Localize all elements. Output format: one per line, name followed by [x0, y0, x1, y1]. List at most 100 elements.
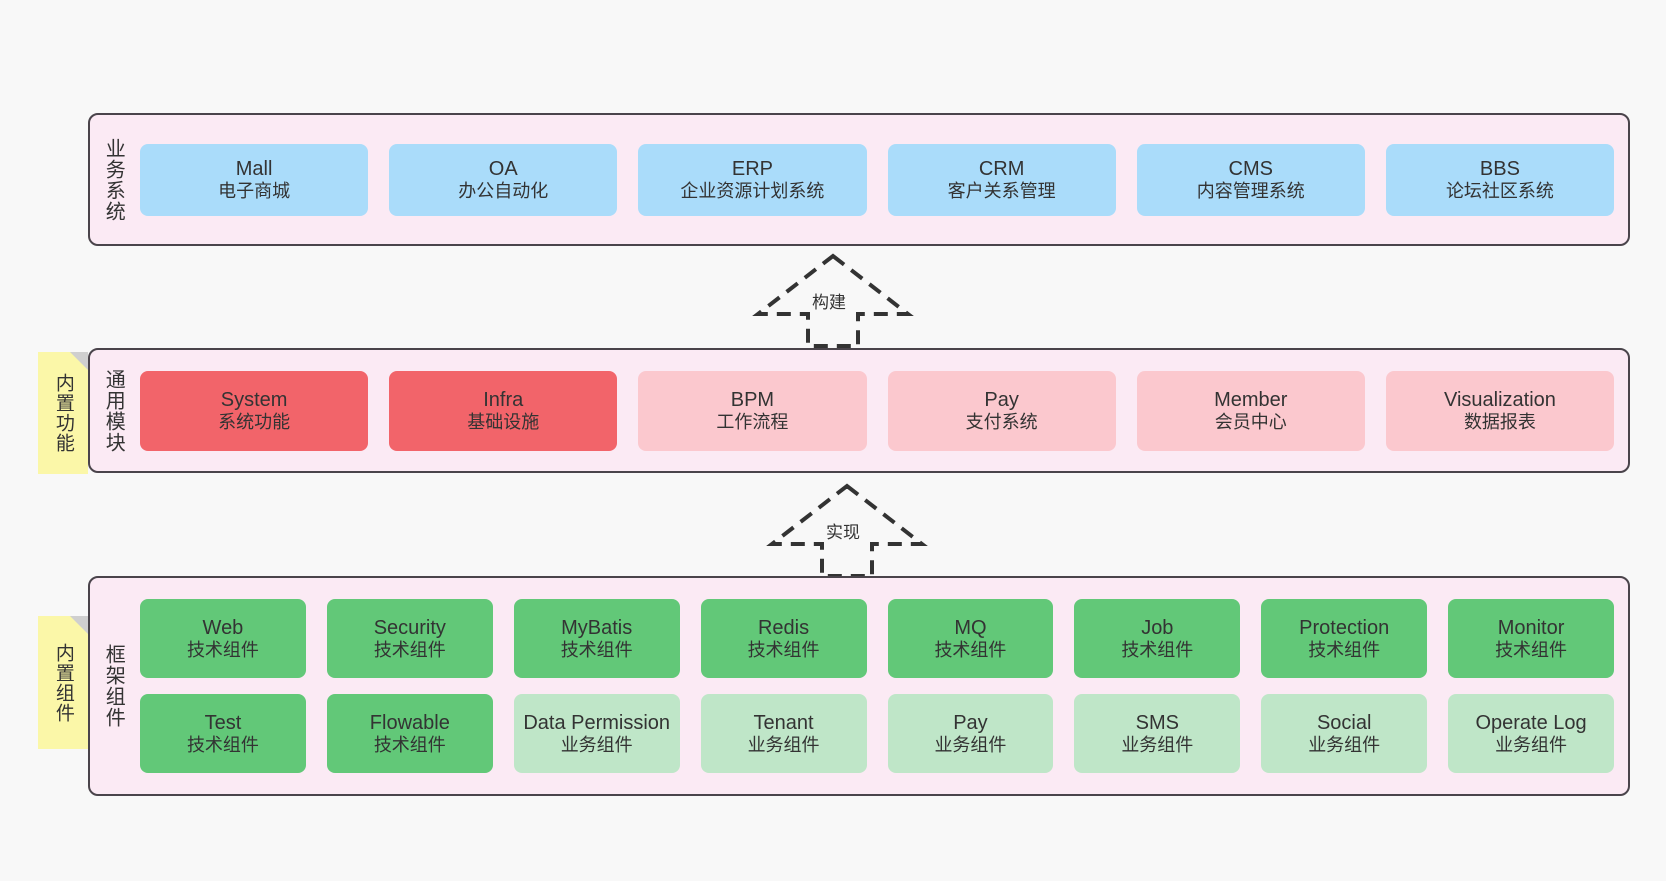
- node-row: System 系统功能 Infra 基础设施 BPM 工作流程 Pay 支付系统…: [140, 370, 1615, 451]
- layer-framework-component: 框架组件 Web 技术组件 Security 技术组件 MyBatis 技术组件…: [88, 576, 1630, 796]
- node-title: System: [220, 388, 288, 411]
- node-crm[interactable]: CRM 客户关系管理: [887, 143, 1116, 216]
- node-title: Visualization: [1443, 388, 1556, 411]
- node-operate-log[interactable]: Operate Log 业务组件: [1448, 694, 1614, 773]
- node-bpm[interactable]: BPM 工作流程: [638, 370, 867, 451]
- node-subtitle: 技术组件: [186, 639, 259, 660]
- node-erp[interactable]: ERP 企业资源计划系统: [638, 143, 867, 216]
- node-title: Test: [204, 711, 242, 734]
- node-oa[interactable]: OA 办公自动化: [389, 143, 618, 216]
- node-title: Mall: [235, 157, 273, 180]
- node-row: Test 技术组件 Flowable 技术组件 Data Permission …: [140, 694, 1614, 773]
- node-pay-module[interactable]: Pay 支付系统: [887, 370, 1116, 451]
- node-subtitle: 内容管理系统: [1196, 180, 1305, 201]
- node-title: Social: [1316, 711, 1372, 734]
- node-row: Mall 电子商城 OA 办公自动化 ERP 企业资源计划系统 CRM 客户关系…: [140, 143, 1615, 216]
- layer-body-business-system: Mall 电子商城 OA 办公自动化 ERP 企业资源计划系统 CRM 客户关系…: [136, 115, 1628, 244]
- layer-common-module: 通用模块 System 系统功能 Infra 基础设施 BPM 工作流程 Pay…: [88, 348, 1630, 473]
- node-web[interactable]: Web 技术组件: [140, 599, 306, 678]
- node-mall[interactable]: Mall 电子商城: [140, 143, 369, 216]
- node-subtitle: 系统功能: [218, 411, 291, 432]
- node-title: Job: [1141, 616, 1174, 639]
- node-member[interactable]: Member 会员中心: [1136, 370, 1365, 451]
- layer-body-common-module: System 系统功能 Infra 基础设施 BPM 工作流程 Pay 支付系统…: [136, 350, 1628, 471]
- node-title: Infra: [483, 388, 524, 411]
- node-pay-component[interactable]: Pay 业务组件: [887, 694, 1054, 773]
- node-visualization[interactable]: Visualization 数据报表: [1385, 370, 1615, 451]
- node-data-permission[interactable]: Data Permission 业务组件: [513, 694, 680, 773]
- node-subtitle: 业务组件: [560, 734, 633, 755]
- node-title: Tenant: [753, 711, 814, 734]
- node-subtitle: 会员中心: [1214, 411, 1287, 432]
- node-monitor[interactable]: Monitor 技术组件: [1448, 599, 1614, 678]
- node-title: MQ: [954, 616, 987, 639]
- node-security[interactable]: Security 技术组件: [326, 599, 493, 678]
- node-title: Security: [373, 616, 446, 639]
- node-protection[interactable]: Protection 技术组件: [1261, 599, 1428, 678]
- node-subtitle: 数据报表: [1463, 411, 1536, 432]
- node-subtitle: 技术组件: [1495, 639, 1568, 660]
- node-subtitle: 办公自动化: [458, 180, 549, 201]
- node-cms[interactable]: CMS 内容管理系统: [1136, 143, 1365, 216]
- node-title: Web: [202, 616, 244, 639]
- node-tenant[interactable]: Tenant 业务组件: [700, 694, 867, 773]
- node-subtitle: 客户关系管理: [947, 180, 1056, 201]
- node-title: Flowable: [369, 711, 450, 734]
- node-subtitle: 技术组件: [747, 639, 820, 660]
- layer-business-system: 业务系统 Mall 电子商城 OA 办公自动化 ERP 企业资源计划系统 CRM…: [88, 113, 1630, 246]
- node-sms[interactable]: SMS 业务组件: [1074, 694, 1241, 773]
- sticky-note-builtin-component: 内置组件: [38, 616, 88, 749]
- layer-body-framework-component: Web 技术组件 Security 技术组件 MyBatis 技术组件 Redi…: [136, 578, 1628, 794]
- node-row: Web 技术组件 Security 技术组件 MyBatis 技术组件 Redi…: [140, 599, 1614, 678]
- node-subtitle: 技术组件: [560, 639, 633, 660]
- node-title: CRM: [978, 157, 1025, 180]
- node-subtitle: 技术组件: [373, 639, 446, 660]
- node-mybatis[interactable]: MyBatis 技术组件: [513, 599, 680, 678]
- node-title: Pay: [953, 711, 988, 734]
- connector-label-implement: 实现: [826, 523, 860, 542]
- node-test[interactable]: Test 技术组件: [140, 694, 306, 773]
- node-title: ERP: [731, 157, 773, 180]
- node-title: Pay: [984, 388, 1019, 411]
- node-subtitle: 技术组件: [1308, 639, 1381, 660]
- node-system[interactable]: System 系统功能: [140, 370, 369, 451]
- node-title: SMS: [1135, 711, 1179, 734]
- sticky-note-builtin-feature: 内置功能: [38, 352, 88, 474]
- node-title: Data Permission: [523, 711, 671, 734]
- node-infra[interactable]: Infra 基础设施: [389, 370, 618, 451]
- node-subtitle: 企业资源计划系统: [680, 180, 825, 201]
- node-subtitle: 业务组件: [747, 734, 820, 755]
- node-title: BPM: [730, 388, 775, 411]
- node-subtitle: 技术组件: [186, 734, 259, 755]
- node-subtitle: 技术组件: [934, 639, 1007, 660]
- node-title: BBS: [1479, 157, 1520, 180]
- node-subtitle: 业务组件: [1308, 734, 1381, 755]
- node-title: Member: [1214, 388, 1288, 411]
- node-bbs[interactable]: BBS 论坛社区系统: [1385, 143, 1615, 216]
- node-subtitle: 业务组件: [1495, 734, 1568, 755]
- node-subtitle: 技术组件: [1121, 639, 1194, 660]
- node-title: Redis: [757, 616, 810, 639]
- layer-label-business-system: 业务系统: [102, 137, 125, 222]
- layer-label-common-module: 通用模块: [102, 368, 125, 453]
- node-social[interactable]: Social 业务组件: [1261, 694, 1428, 773]
- node-subtitle: 工作流程: [716, 411, 789, 432]
- node-subtitle: 论坛社区系统: [1445, 180, 1554, 201]
- node-title: Protection: [1299, 616, 1390, 639]
- node-title: Monitor: [1497, 616, 1565, 639]
- node-mq[interactable]: MQ 技术组件: [887, 599, 1054, 678]
- connector-label-build: 构建: [812, 293, 846, 312]
- node-flowable[interactable]: Flowable 技术组件: [326, 694, 493, 773]
- node-subtitle: 业务组件: [934, 734, 1007, 755]
- node-subtitle: 基础设施: [467, 411, 540, 432]
- node-redis[interactable]: Redis 技术组件: [700, 599, 867, 678]
- node-title: Operate Log: [1475, 711, 1587, 734]
- node-title: OA: [488, 157, 518, 180]
- layer-label-framework-component: 框架组件: [102, 644, 125, 728]
- node-subtitle: 业务组件: [1121, 734, 1194, 755]
- node-job[interactable]: Job 技术组件: [1074, 599, 1241, 678]
- node-title: CMS: [1228, 157, 1273, 180]
- node-subtitle: 支付系统: [965, 411, 1038, 432]
- node-title: MyBatis: [561, 616, 633, 639]
